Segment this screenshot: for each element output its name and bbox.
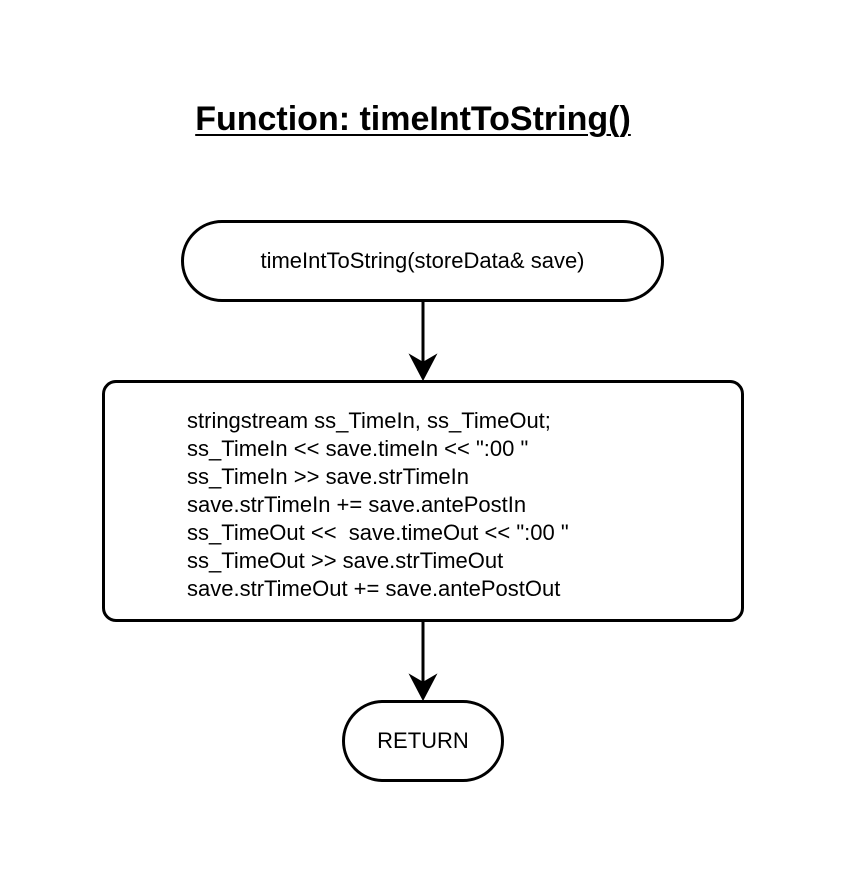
process-line: save.strTimeIn += save.antePostIn [187, 492, 527, 517]
process-line: ss_TimeOut << save.timeOut << ":00 " [187, 520, 569, 545]
start-label: timeIntToString(storeData& save) [260, 248, 585, 273]
process-line: stringstream ss_TimeIn, ss_TimeOut; [187, 408, 551, 433]
process-line: ss_TimeIn >> save.strTimeIn [187, 464, 470, 489]
start-terminator: timeIntToString(storeData& save) [181, 220, 664, 302]
process-line: ss_TimeOut >> save.strTimeOut [187, 548, 504, 573]
process-line: ss_TimeIn << save.timeIn << ":00 " [187, 436, 529, 461]
process-box: stringstream ss_TimeIn, ss_TimeOut; ss_T… [102, 380, 744, 622]
return-terminator: RETURN [342, 700, 504, 782]
arrow-start-to-process [408, 302, 438, 382]
diagram-title: Function: timeIntToString() [195, 100, 631, 138]
process-line: save.strTimeOut += save.antePostOut [187, 576, 561, 601]
arrow-process-to-return [408, 622, 438, 702]
return-label: RETURN [377, 728, 469, 753]
